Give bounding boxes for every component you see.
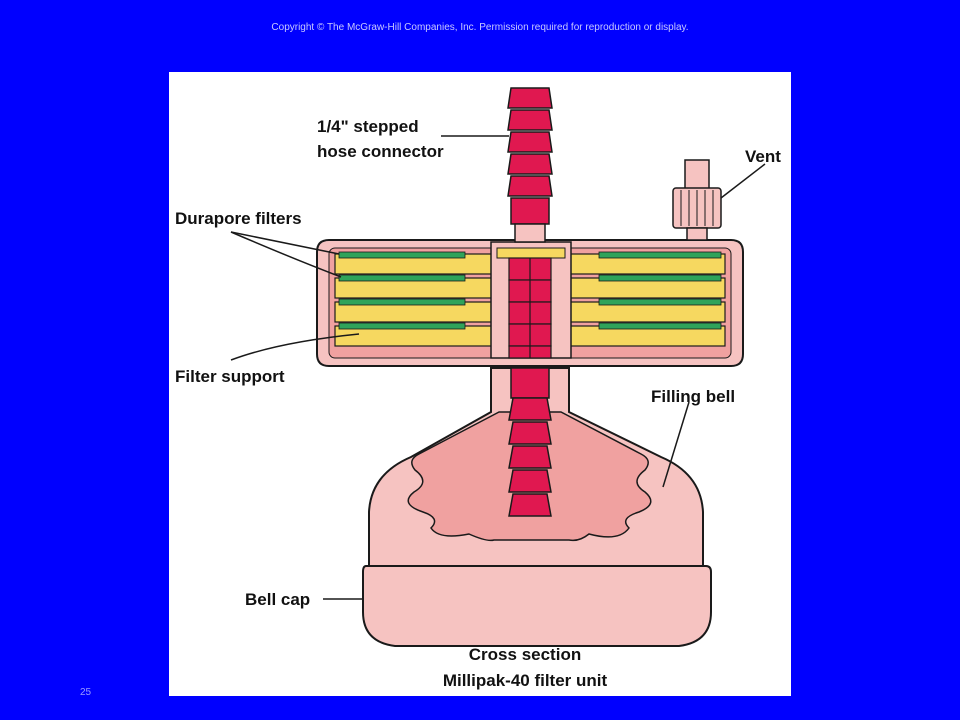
- durapore-leader-2: [230, 231, 342, 278]
- durapore-membranes: [338, 251, 722, 330]
- label-durapore-filters: Durapore filters: [175, 209, 302, 228]
- label-hose-connector-line2: hose connector: [317, 142, 444, 161]
- vent: [672, 159, 722, 241]
- millipak-diagram: 1/4" stepped hose connector Vent Durapor…: [175, 87, 781, 690]
- vent-leader: [720, 163, 766, 199]
- bell-cap: [362, 565, 712, 647]
- leader-lines: [230, 135, 766, 600]
- central-core-top: [496, 247, 566, 259]
- bottom-hose-connector: [508, 367, 552, 517]
- label-bell-cap: Bell cap: [245, 590, 310, 609]
- label-hose-connector-line1: 1/4" stepped: [317, 117, 419, 136]
- label-vent: Vent: [745, 147, 781, 166]
- label-filling-bell: Filling bell: [651, 387, 735, 406]
- caption-line1: Cross section: [469, 645, 581, 664]
- central-connector-core: [508, 257, 552, 359]
- label-filter-support: Filter support: [175, 367, 285, 386]
- copyright-notice: Copyright © The McGraw-Hill Companies, I…: [271, 22, 689, 33]
- top-hose-connector: [507, 87, 553, 225]
- filling-bell-leader: [662, 401, 690, 488]
- diagram-figure: 1/4" stepped hose connector Vent Durapor…: [169, 72, 791, 696]
- caption-line2: Millipak-40 filter unit: [443, 671, 608, 690]
- durapore-leader-1: [230, 231, 340, 255]
- slide-number: 25: [80, 687, 92, 698]
- top-connector-neck: [514, 223, 546, 243]
- filter-support-leader: [230, 333, 360, 361]
